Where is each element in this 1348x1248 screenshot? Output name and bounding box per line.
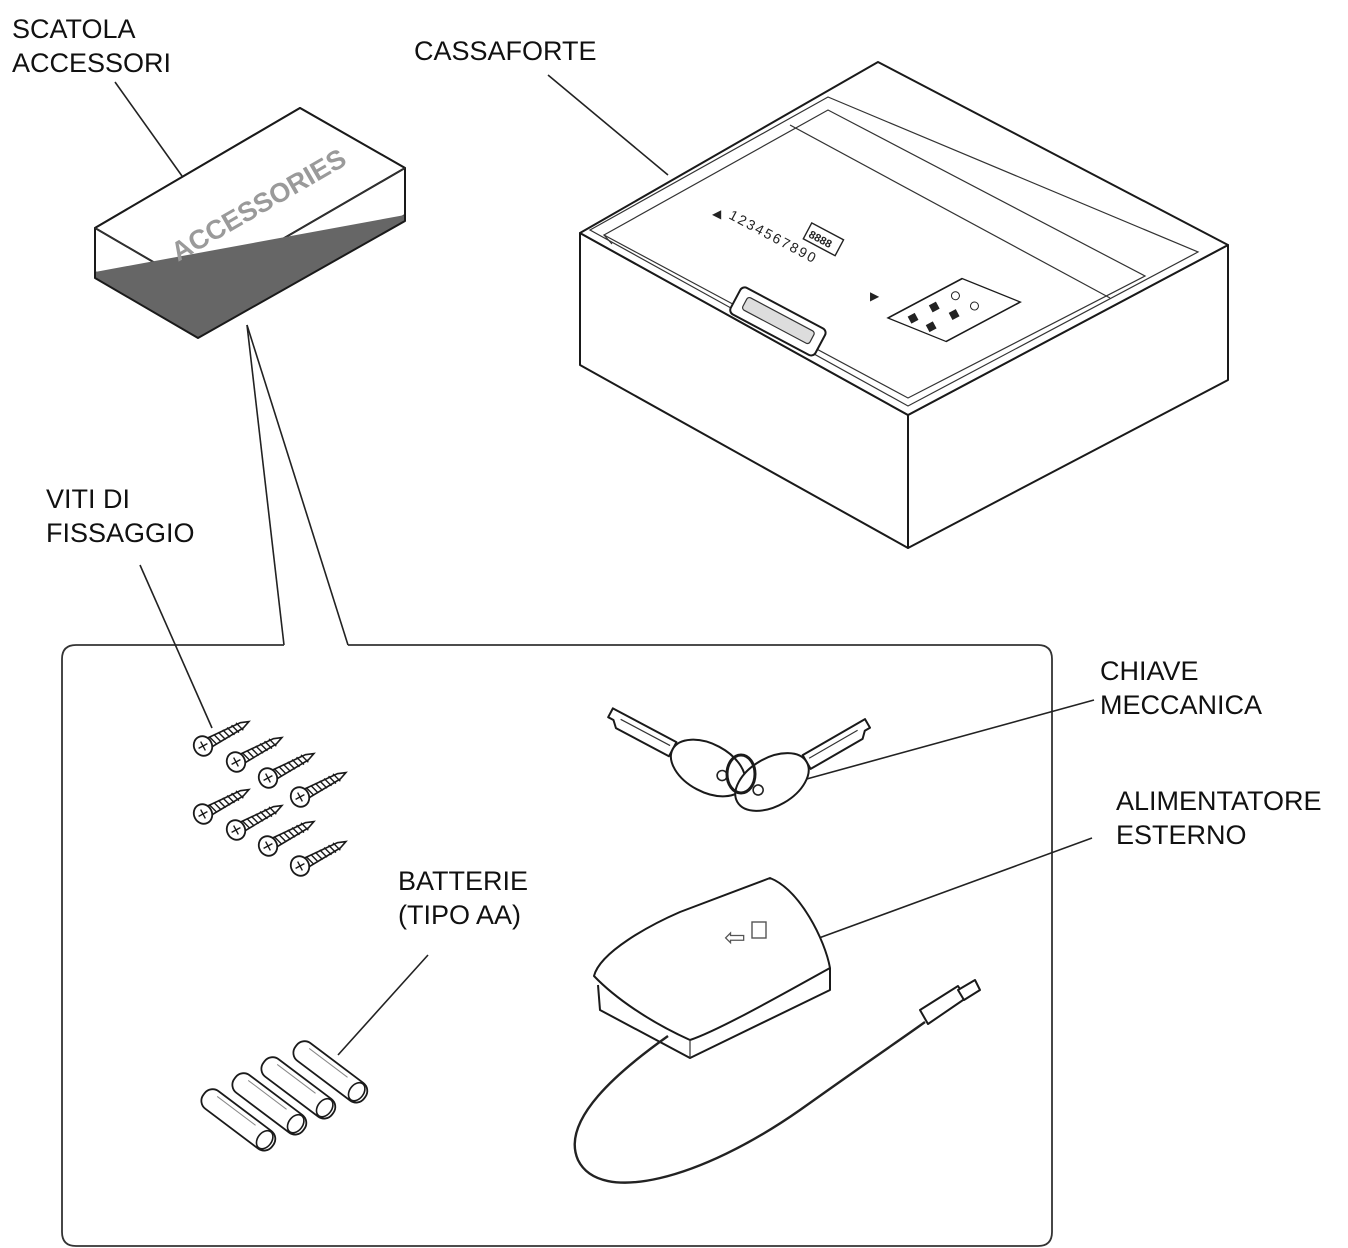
label-safe: CASSAFORTE: [414, 34, 597, 68]
screw: [289, 840, 348, 877]
screw: [192, 788, 251, 825]
label-accessory-box-line1: SCATOLA: [12, 14, 136, 44]
mechanical-keys: [607, 707, 871, 812]
label-external-power: ALIMENTATORE ESTERNO: [1116, 784, 1322, 852]
power-arrow-icon: ⇦: [724, 922, 746, 952]
screw: [225, 736, 284, 773]
battery: [260, 1056, 337, 1120]
label-mechanical-key-line1: CHIAVE: [1100, 656, 1199, 686]
battery: [200, 1088, 277, 1152]
label-accessory-box: SCATOLA ACCESSORI: [12, 12, 171, 80]
arrow-right-icon: ▶: [870, 289, 880, 303]
battery: [231, 1072, 308, 1136]
label-batteries-line2: (TIPO AA): [398, 900, 522, 930]
aa-batteries: [200, 1040, 369, 1152]
label-batteries-line1: BATTERIE: [398, 866, 529, 896]
external-power-supply: ⇦: [573, 877, 981, 1184]
safe-control-panel: [886, 277, 1022, 343]
screw: [225, 804, 284, 841]
label-fixing-screws-line1: VITI DI: [46, 484, 131, 514]
power-cable: [573, 1021, 926, 1184]
safe: 1234567890 ◀ ▶ 8888: [579, 61, 1229, 549]
label-external-power-line2: ESTERNO: [1116, 820, 1247, 850]
label-fixing-screws: VITI DI FISSAGGIO: [46, 482, 195, 550]
power-plug-symbol: [751, 921, 767, 939]
screw: [257, 752, 316, 789]
screw: [192, 720, 251, 757]
label-safe-line1: CASSAFORTE: [414, 36, 597, 66]
callout-wedge: [246, 324, 349, 646]
safe-handle: [729, 286, 827, 357]
accessories-panel: [61, 644, 1053, 1247]
label-accessory-box-line2: ACCESSORI: [12, 48, 172, 78]
leader-lines: [114, 74, 1095, 1056]
label-batteries: BATTERIE (TIPO AA): [398, 864, 528, 932]
label-mechanical-key-line2: MECCANICA: [1100, 690, 1263, 720]
fixing-screws: [192, 720, 348, 877]
label-external-power-line1: ALIMENTATORE: [1116, 786, 1322, 816]
label-fixing-screws-line2: FISSAGGIO: [46, 518, 195, 548]
label-mechanical-key: CHIAVE MECCANICA: [1100, 654, 1262, 722]
battery: [292, 1040, 369, 1104]
key-left: [607, 707, 747, 798]
screw: [289, 771, 348, 808]
arrow-left-icon: ◀: [712, 207, 722, 221]
screw: [257, 820, 316, 857]
key-right: [734, 718, 871, 812]
accessory-box: ACCESSORIES: [94, 107, 406, 339]
